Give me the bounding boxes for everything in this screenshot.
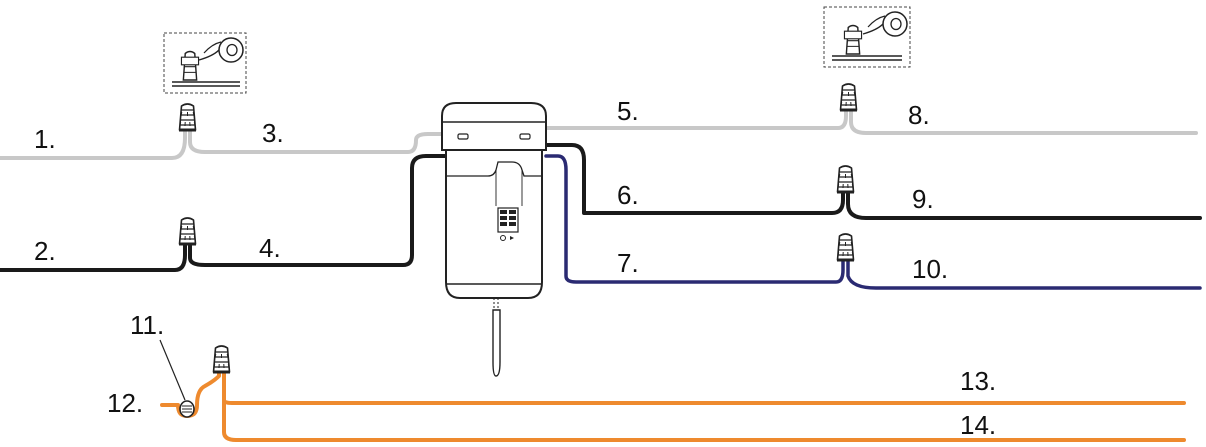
- wire-8-gray: [849, 106, 1198, 135]
- wire-13-orange: [222, 368, 1186, 405]
- black-wire-group: [0, 143, 1202, 272]
- wire-2-black: [0, 240, 187, 272]
- wire-nut-icon-7-10: [836, 233, 855, 263]
- wire-1-gray: [0, 126, 187, 160]
- wire-nut-icon-6-9: [836, 165, 855, 195]
- labels: 1. 2. 3. 4. 5. 6. 7. 8. 9. 10. 11. 12. 1…: [34, 96, 996, 440]
- wire-3-gray: [188, 126, 448, 154]
- lever-icon: [492, 298, 501, 377]
- wire-nut-icon-2-4: [178, 217, 197, 247]
- mounting-slot-left: [457, 133, 469, 140]
- label-4: 4.: [259, 233, 281, 263]
- ground-screw-icon: [179, 400, 195, 418]
- timer-switch-icon: [441, 102, 547, 377]
- wire-nut-icon-1-3: [178, 103, 197, 133]
- wire-10-blue: [846, 256, 1202, 290]
- orange-wire-group: [160, 368, 1186, 442]
- wire-nut-icon-5-8: [839, 83, 858, 113]
- label-5: 5.: [617, 96, 639, 126]
- gray-wire-group: [0, 106, 1198, 160]
- tape-detail-left: [163, 32, 247, 94]
- label-14: 14.: [960, 410, 996, 440]
- electrical-tape-icon: [198, 37, 244, 63]
- label-6: 6.: [617, 180, 639, 210]
- electrical-tape-icon: [862, 11, 908, 37]
- wire-nut-icon: [843, 24, 863, 55]
- wire-9-black: [846, 188, 1202, 220]
- label-13: 13.: [960, 366, 996, 396]
- label-3: 3.: [262, 118, 284, 148]
- label-7: 7.: [617, 248, 639, 278]
- label-8: 8.: [908, 100, 930, 130]
- wire-nut-icon-ground: [212, 345, 231, 375]
- tape-detail-right: [823, 6, 911, 68]
- wire-7-blue: [544, 154, 845, 284]
- blue-wire-group: [544, 154, 1202, 290]
- mounting-strap: [441, 102, 547, 151]
- label-1: 1.: [34, 124, 56, 154]
- wire-nut-icon: [180, 50, 200, 81]
- wire-6-black: [544, 143, 845, 215]
- label-12: 12.: [107, 388, 143, 418]
- wire-5-gray: [544, 106, 848, 130]
- label-10: 10.: [912, 254, 948, 284]
- wire-4-black: [188, 154, 448, 267]
- wire-14-orange: [222, 378, 1186, 442]
- label-9: 9.: [912, 184, 934, 214]
- leader-line-11: [159, 339, 186, 401]
- timer-buttons-icon: [497, 207, 519, 241]
- label-2: 2.: [34, 236, 56, 266]
- mounting-slot-right: [519, 133, 531, 140]
- label-11: 11.: [130, 310, 164, 340]
- timer-body: [445, 149, 543, 299]
